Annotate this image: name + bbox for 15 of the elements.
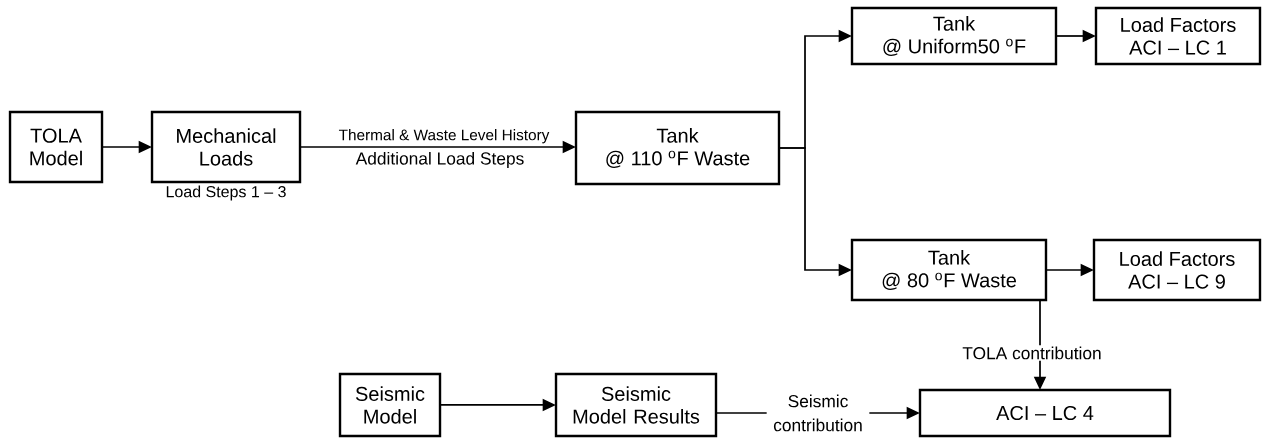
process-box: Seismic Model — [338, 372, 442, 438]
process-box: Tank @ 110 $^{o}$F Waste — [574, 110, 781, 186]
process-box: ACI – LC 4 — [918, 388, 1172, 438]
box-caption: Load Steps 1 – 3 — [166, 185, 286, 201]
process-box: TOLA Model — [8, 110, 104, 184]
text-label: Additional Load Steps — [355, 151, 524, 169]
process-box: Tank @ 80 $^{o}$F Waste — [850, 238, 1048, 302]
process-box: Load Factors ACI – LC 9 — [1092, 238, 1262, 302]
process-box: Seismic Model Results — [554, 372, 718, 438]
process-box: Mechanical Loads — [150, 110, 302, 184]
edge-label: Seismic contribution — [766, 393, 870, 433]
edge-label: Thermal & Waste Level History — [338, 129, 550, 144]
process-box: Load Factors ACI – LC 1 — [1094, 6, 1262, 66]
edge-label: TOLA contribution — [960, 345, 1104, 361]
process-box: Tank @ Uniform50 $^{o}$F — [850, 6, 1058, 66]
